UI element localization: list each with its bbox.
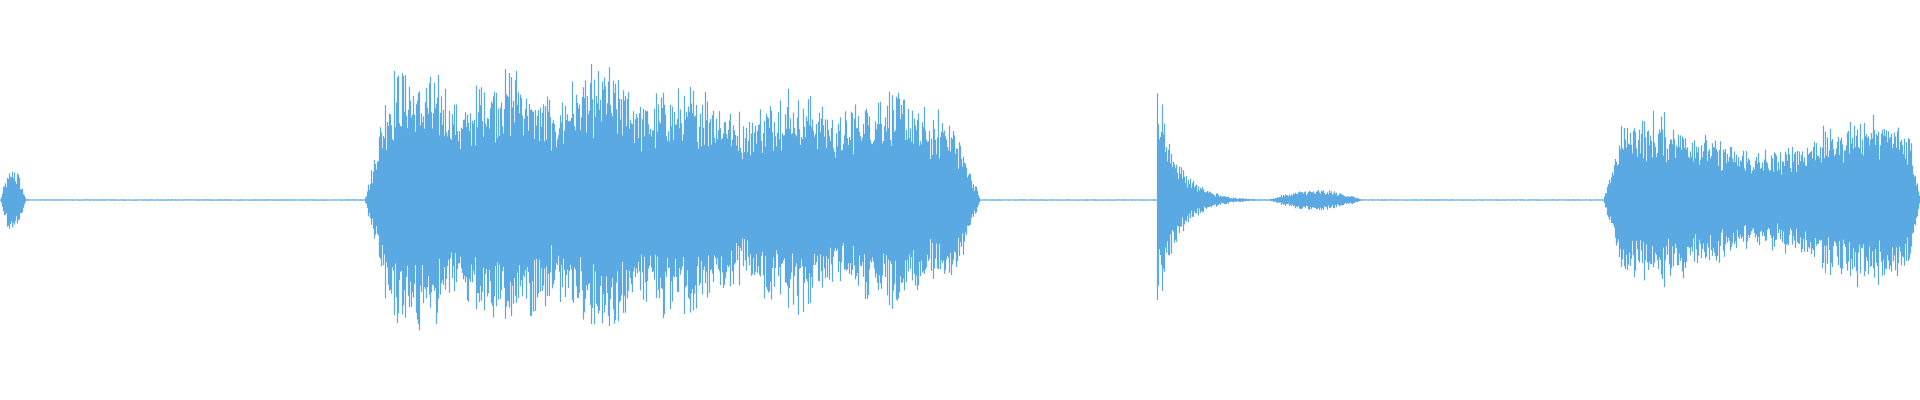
waveform-envelope [0, 64, 1920, 331]
